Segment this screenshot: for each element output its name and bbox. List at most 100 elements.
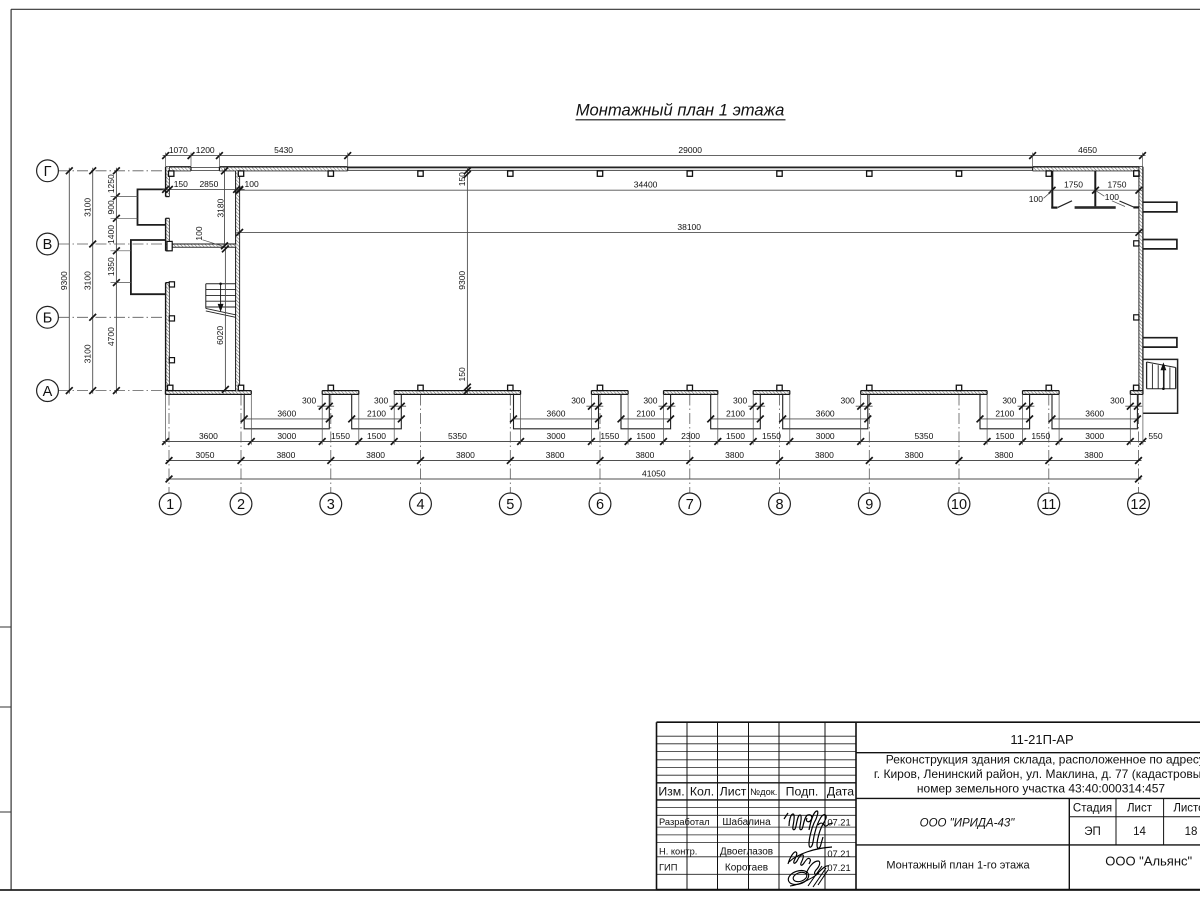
svg-text:1550: 1550 bbox=[331, 431, 350, 441]
svg-text:2850: 2850 bbox=[199, 179, 218, 189]
svg-text:Кол.: Кол. bbox=[690, 784, 714, 798]
svg-text:2100: 2100 bbox=[367, 408, 386, 418]
svg-text:8: 8 bbox=[775, 497, 783, 513]
svg-text:1550: 1550 bbox=[1031, 431, 1050, 441]
svg-text:300: 300 bbox=[374, 396, 388, 406]
svg-text:3100: 3100 bbox=[83, 344, 93, 363]
svg-text:1500: 1500 bbox=[367, 431, 386, 441]
svg-text:Коротаев: Коротаев bbox=[725, 862, 768, 873]
svg-text:07.21: 07.21 bbox=[827, 818, 850, 828]
svg-text:3800: 3800 bbox=[546, 450, 565, 460]
svg-text:550: 550 bbox=[1148, 431, 1162, 441]
svg-text:1550: 1550 bbox=[762, 431, 781, 441]
svg-text:6: 6 bbox=[596, 497, 604, 513]
svg-text:100: 100 bbox=[1105, 192, 1119, 202]
svg-text:18: 18 bbox=[1185, 826, 1198, 838]
svg-text:3000: 3000 bbox=[277, 431, 296, 441]
svg-text:7: 7 bbox=[686, 497, 694, 513]
svg-text:2100: 2100 bbox=[726, 408, 745, 418]
svg-text:Изм.: Изм. bbox=[658, 784, 684, 798]
svg-text:300: 300 bbox=[571, 396, 585, 406]
svg-text:3100: 3100 bbox=[83, 271, 93, 290]
svg-text:1: 1 bbox=[166, 497, 174, 513]
svg-text:5350: 5350 bbox=[448, 431, 467, 441]
svg-text:4: 4 bbox=[416, 497, 424, 513]
svg-text:300: 300 bbox=[1110, 396, 1124, 406]
svg-text:4650: 4650 bbox=[1078, 145, 1097, 155]
svg-text:12: 12 bbox=[1130, 497, 1146, 513]
svg-text:3600: 3600 bbox=[1085, 408, 1104, 418]
svg-text:3800: 3800 bbox=[905, 450, 924, 460]
svg-text:9: 9 bbox=[865, 497, 873, 513]
svg-text:Подп.: Подп. bbox=[786, 784, 819, 798]
svg-text:3600: 3600 bbox=[547, 408, 566, 418]
svg-text:9300: 9300 bbox=[457, 271, 467, 290]
svg-text:1750: 1750 bbox=[1064, 180, 1083, 190]
svg-text:ООО "Альянс": ООО "Альянс" bbox=[1105, 854, 1192, 869]
svg-text:3600: 3600 bbox=[816, 408, 835, 418]
svg-text:г. Киров, Ленинский район, ул.: г. Киров, Ленинский район, ул. Маклина, … bbox=[874, 767, 1200, 781]
svg-text:3800: 3800 bbox=[635, 450, 654, 460]
svg-text:№док.: №док. bbox=[750, 787, 777, 797]
svg-text:3000: 3000 bbox=[816, 431, 835, 441]
svg-text:1550: 1550 bbox=[600, 431, 619, 441]
svg-text:5430: 5430 bbox=[274, 145, 293, 155]
svg-text:1070: 1070 bbox=[169, 145, 188, 155]
svg-text:3800: 3800 bbox=[366, 450, 385, 460]
svg-text:3050: 3050 bbox=[196, 450, 215, 460]
svg-text:1500: 1500 bbox=[636, 431, 655, 441]
svg-text:номер земельного участка 43:40: номер земельного участка 43:40:000314:45… bbox=[917, 781, 1166, 795]
svg-text:2300: 2300 bbox=[681, 431, 700, 441]
svg-text:3800: 3800 bbox=[815, 450, 834, 460]
svg-text:34400: 34400 bbox=[634, 180, 658, 190]
svg-text:1250: 1250 bbox=[106, 174, 116, 193]
svg-text:ООО "ИРИДА-43": ООО "ИРИДА-43" bbox=[920, 817, 1016, 829]
svg-text:ЭП: ЭП bbox=[1084, 826, 1101, 838]
svg-text:100: 100 bbox=[245, 179, 259, 189]
svg-text:1350: 1350 bbox=[106, 257, 116, 276]
svg-text:07.21: 07.21 bbox=[827, 849, 850, 859]
svg-text:Двоеглазов: Двоеглазов bbox=[720, 847, 773, 858]
svg-text:3180: 3180 bbox=[216, 198, 226, 217]
svg-text:3800: 3800 bbox=[276, 450, 295, 460]
svg-text:Листов: Листов bbox=[1173, 803, 1200, 815]
svg-text:38100: 38100 bbox=[677, 222, 701, 232]
svg-text:100: 100 bbox=[194, 226, 204, 240]
svg-text:150: 150 bbox=[457, 367, 467, 381]
svg-text:3100: 3100 bbox=[83, 198, 93, 217]
svg-text:41050: 41050 bbox=[642, 469, 666, 479]
svg-text:Стадия: Стадия bbox=[1073, 803, 1112, 815]
svg-text:1500: 1500 bbox=[995, 431, 1014, 441]
svg-text:ГИП: ГИП bbox=[659, 862, 677, 872]
svg-text:Дата: Дата bbox=[827, 784, 854, 798]
svg-text:Лист: Лист bbox=[720, 784, 747, 798]
svg-text:6020: 6020 bbox=[215, 326, 225, 345]
svg-text:14: 14 bbox=[1133, 826, 1146, 838]
svg-text:10: 10 bbox=[951, 497, 967, 513]
svg-text:300: 300 bbox=[302, 396, 316, 406]
svg-text:29000: 29000 bbox=[678, 145, 702, 155]
svg-text:Монтажный план 1-го этажа: Монтажный план 1-го этажа bbox=[886, 860, 1030, 872]
svg-text:150: 150 bbox=[457, 172, 467, 186]
svg-text:11: 11 bbox=[1041, 497, 1056, 513]
svg-text:2100: 2100 bbox=[995, 408, 1014, 418]
svg-text:3800: 3800 bbox=[725, 450, 744, 460]
svg-text:3000: 3000 bbox=[1085, 431, 1104, 441]
svg-text:900: 900 bbox=[106, 200, 116, 214]
svg-text:Г: Г bbox=[44, 164, 52, 180]
svg-text:Н. контр.: Н. контр. bbox=[659, 847, 697, 857]
svg-text:3800: 3800 bbox=[456, 450, 475, 460]
svg-text:3: 3 bbox=[327, 497, 335, 513]
svg-text:9300: 9300 bbox=[59, 271, 69, 290]
svg-text:А: А bbox=[43, 384, 53, 400]
svg-text:1400: 1400 bbox=[106, 225, 116, 244]
svg-text:Лист: Лист bbox=[1127, 803, 1153, 815]
svg-text:2100: 2100 bbox=[636, 408, 655, 418]
svg-text:1750: 1750 bbox=[1108, 180, 1127, 190]
svg-text:1200: 1200 bbox=[196, 145, 215, 155]
svg-text:В: В bbox=[43, 237, 53, 253]
svg-text:5350: 5350 bbox=[914, 431, 933, 441]
svg-text:100: 100 bbox=[1029, 194, 1043, 204]
svg-text:3000: 3000 bbox=[547, 431, 566, 441]
svg-text:Б: Б bbox=[43, 311, 53, 327]
